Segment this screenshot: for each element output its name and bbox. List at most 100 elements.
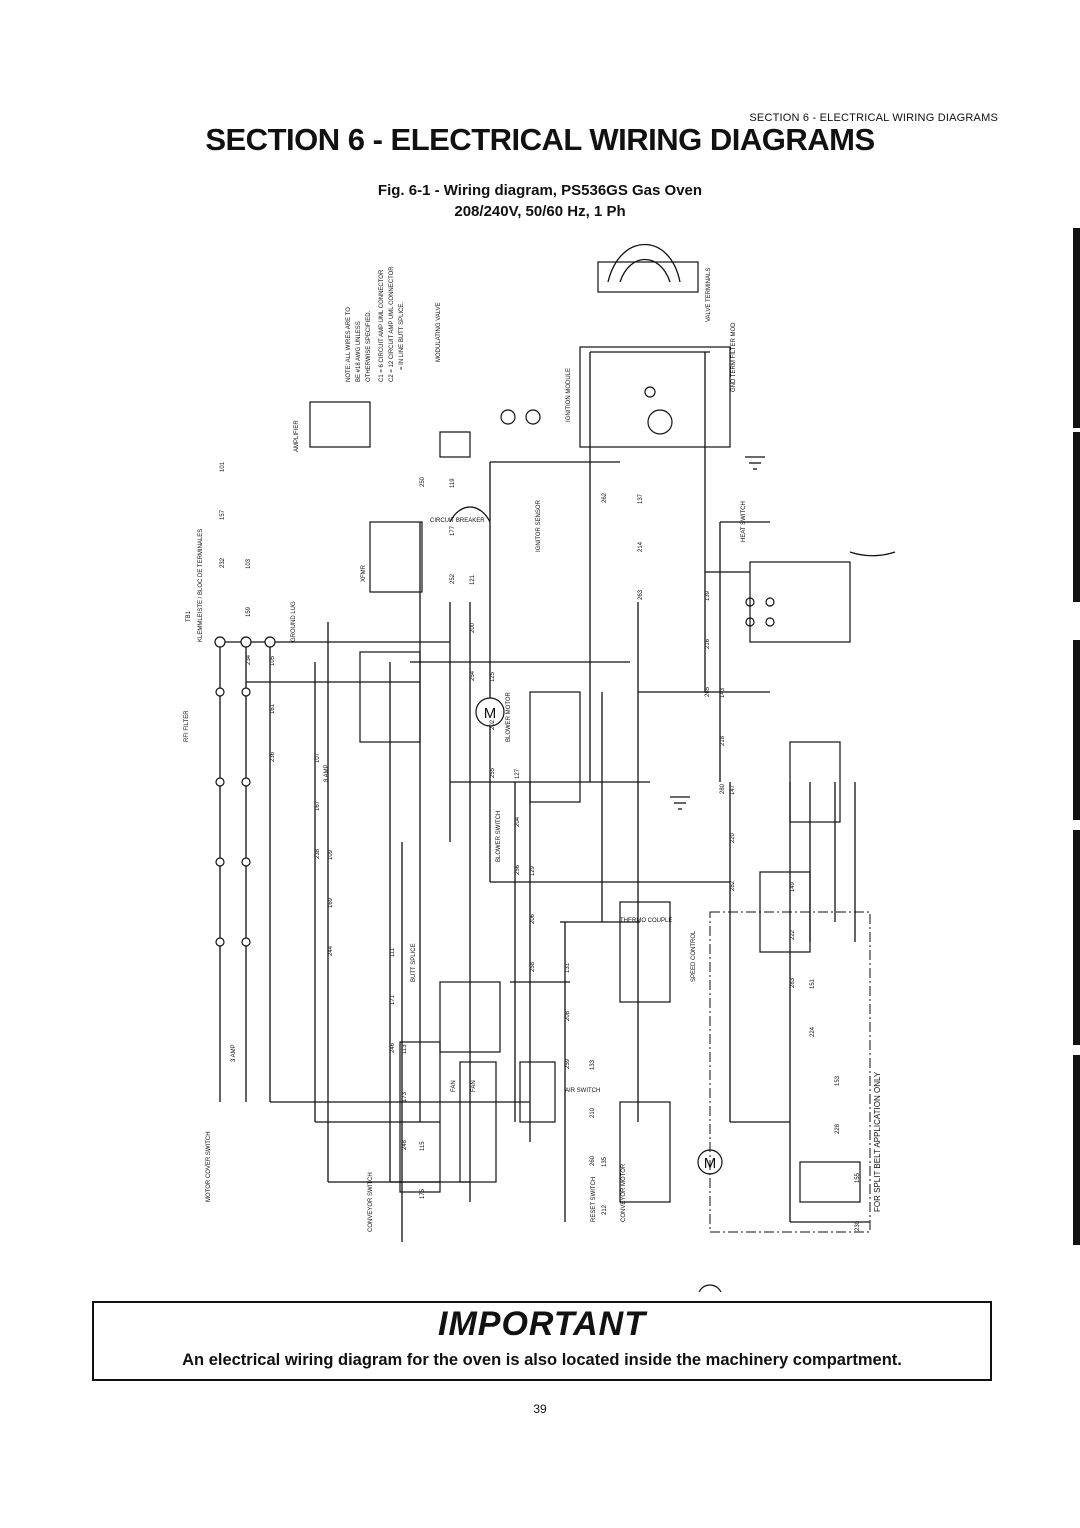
air-switch-label: AIR SWITCH [565,1088,600,1094]
blower-motor-label: BLOWER MOTOR [506,691,512,742]
wiring-diagram-svg: NOTE: ALL WIRES ARE TO BE #18 AWG UNLESS… [184,244,896,1292]
wire-label-252: 252 [450,573,456,584]
wire-label-216: 216 [705,638,711,649]
wire-label-147: 147 [730,784,736,795]
ignition-module-label: IGNITION MODULE [566,368,572,422]
wire-label-107: 107 [315,752,321,763]
butt-splice-label: BUTT SPLICE [411,943,417,982]
wire-label-258: 258 [530,961,536,972]
wire-label-135: 135 [602,1156,608,1167]
figure-title: Fig. 6-1 - Wiring diagram, PS536GS Gas O… [377,182,703,199]
wire-label-204: 204 [515,816,521,827]
wire-label-236: 236 [270,751,276,762]
running-header: SECTION 6 - ELECTRICAL WIRING DIAGRAMS [749,112,998,124]
wire-label-101: 101 [220,461,226,472]
wire-label-149: 149 [790,881,796,892]
wire-label-133: 133 [590,1059,596,1070]
wire-label-218: 218 [720,735,726,746]
important-text: An electrical wiring diagram for the ove… [182,1351,902,1369]
split-belt-label: FOR SPLIT BELT APPLICATION ONLY [873,1071,882,1212]
fan-label-1: FAN [451,1080,457,1092]
wire-label-153: 153 [835,1075,841,1086]
note-line1: NOTE: ALL WIRES ARE TO [346,307,352,382]
wire-label-161: 161 [270,703,276,714]
diagram-notes: NOTE: ALL WIRES ARE TO BE #18 AWG UNLESS… [346,266,405,382]
wire-label-169: 169 [328,897,334,908]
wire-label-177: 177 [450,525,456,536]
conveyor-motor-label: CONVEYOR MOTOR [621,1163,627,1222]
wire-label-238: 238 [315,848,321,859]
right-edge-tab-1 [1073,228,1080,428]
wire-label-222: 222 [790,929,796,940]
wire-label-206: 206 [530,913,536,924]
figure-caption: Fig. 6-1 - Wiring diagram, PS536GS Gas O… [0,180,1080,222]
wire-label-210: 210 [590,1107,596,1118]
wire-label-262: 262 [602,492,608,503]
wire-number-labels: 1011031051071091111131151191211251271291… [220,461,861,1231]
wire-label-246: 246 [390,1042,396,1053]
wire-label-129: 129 [530,865,536,876]
right-edge-tab-5 [1073,1055,1080,1245]
note-line3: OTHERWISE SPECIFIED. [366,310,372,382]
wire-label-173: 173 [402,1091,408,1102]
fan-label-2: FAN [471,1080,477,1092]
wire-label-224: 224 [810,1026,816,1037]
wire-label-111: 111 [390,947,396,957]
right-edge-tab-2 [1073,432,1080,602]
wire-label-127: 127 [515,768,521,779]
tb1-desc: KLEMMLEISTE / BLOC DE TERMINALES [198,529,204,642]
heat-switch-label: HEAT SWITCH [741,501,747,542]
wire-label-109: 109 [328,849,334,860]
wire-label-265: 265 [705,686,711,697]
wire-label-232: 232 [220,557,226,568]
wire-label-125: 125 [490,671,496,682]
conveyor-switch-label: CONVEYOR SWITCH [368,1172,374,1232]
component-labels: TB1 KLEMMLEISTE / BLOC DE TERMINALES RFI… [184,268,882,1232]
thermocouple-label: THERMO COUPLE [620,918,672,924]
wire-label-121: 121 [470,574,476,585]
speed-control-label: SPEED CONTROL [691,930,697,982]
rfi-filter-label: RFI FILTER [184,710,190,742]
wire-label-137: 137 [638,493,644,504]
ground-lug-label: GROUND LUG [291,601,297,642]
motor-symbols: M M M [484,705,717,1292]
wire-label-115: 115 [420,1141,426,1151]
wire-label-280: 280 [720,783,726,794]
blower-motor-m: M [484,705,497,722]
wire-label-259: 259 [565,1058,571,1069]
wire-label-228: 228 [835,1123,841,1134]
wire-label-208: 208 [565,1010,571,1021]
section-title: SECTION 6 - ELECTRICAL WIRING DIAGRAMS [205,122,875,157]
modulating-valve-label: MODULATING VALVE [436,302,442,362]
wire-label-220: 220 [730,832,736,843]
valve-terminals-label: VALVE TERMINALS [706,268,712,322]
wire-label-113: 113 [402,1044,408,1054]
wire-label-214: 214 [638,541,644,552]
wire-label-234: 234 [246,654,252,665]
important-title: IMPORTANT [438,1305,646,1343]
ignitor-sensor-label: IGNITOR SENSOR [536,499,542,552]
wire-label-143: 143 [720,687,726,698]
gnd-term-label: GND TERM FILTER MOD [731,322,737,392]
blower-switch-label: BLOWER SWITCH [496,811,502,862]
motor-cover-switch-label: MOTOR COVER SWITCH [206,1131,212,1202]
note-c1: C1 = 6 CIRCUIT AMP UML CONNECTOR [379,269,385,382]
wire-label-131: 131 [565,962,571,973]
wire-label-255: 255 [490,767,496,778]
amplifier-label: AMPLIFIER [294,420,300,452]
wire-label-159: 159 [246,606,252,617]
reset-switch-label: RESET SWITCH [591,1177,597,1222]
conveyor-motor-m: M [704,1290,717,1292]
wire-label-244: 244 [328,945,334,956]
right-edge-tab-3 [1073,640,1080,820]
note-line2: BE #18 AWG UNLESS [356,321,362,382]
wire-label-212: 212 [602,1204,608,1215]
wiring-diagram: NOTE: ALL WIRES ARE TO BE #18 AWG UNLESS… [150,222,930,1292]
note-splice: = IN LINE BUTT SPLICE. [399,302,405,370]
wire-label-167: 167 [315,800,321,811]
wire-label-256: 256 [515,864,521,875]
transformer-label: XFMR [361,564,367,582]
amp-3-label: 3 AMP [231,1044,237,1062]
wire-label-155: 155 [855,1172,861,1183]
circuit-breaker-label: CIRCUIT BREAKER [430,518,485,524]
